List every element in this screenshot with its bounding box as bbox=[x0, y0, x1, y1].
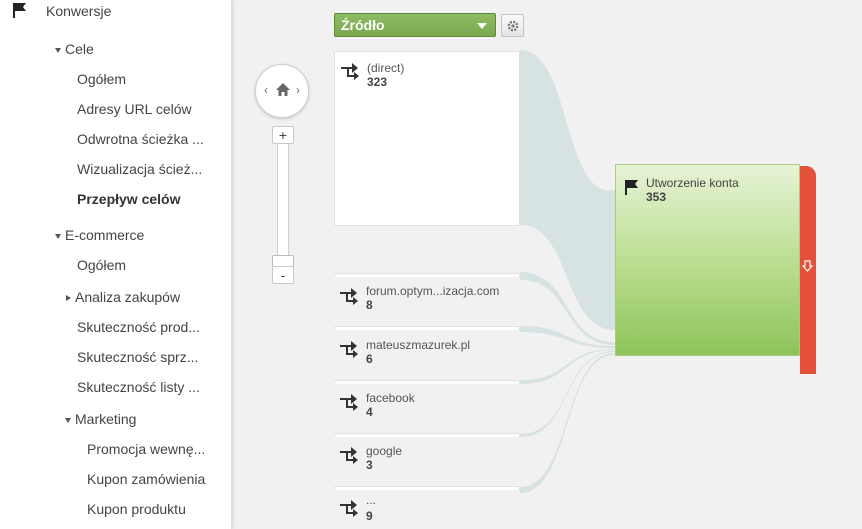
source-count: 9 bbox=[366, 509, 373, 523]
gear-icon bbox=[507, 20, 518, 32]
source-count: 4 bbox=[366, 405, 373, 419]
sidebar-item-odwrotna-sciezka[interactable]: Odwrotna ścieżka ... bbox=[77, 131, 204, 147]
pan-control[interactable]: ‹ › bbox=[255, 64, 309, 118]
source-label: forum.optym...izacja.com bbox=[366, 284, 500, 298]
goal-count: 353 bbox=[646, 190, 667, 204]
source-count: 6 bbox=[366, 352, 373, 366]
settings-button[interactable] bbox=[501, 14, 524, 37]
source-node-bar bbox=[334, 326, 520, 330]
sidebar-item-przeplyw-celow[interactable]: Przepływ celów bbox=[77, 191, 181, 207]
dropoff-arrow-icon bbox=[802, 260, 813, 272]
flag-icon bbox=[13, 3, 26, 18]
arrows-icon bbox=[341, 63, 359, 80]
sidebar-item-wizualizacja[interactable]: Wizualizacja ścież... bbox=[77, 161, 203, 177]
sidebar-item-kupon-produktu[interactable]: Kupon produktu bbox=[87, 501, 186, 517]
sidebar-item-marketing[interactable]: Marketing bbox=[65, 410, 136, 428]
sidebar-item-promocja[interactable]: Promocja wewnę... bbox=[87, 441, 206, 457]
home-icon[interactable] bbox=[274, 81, 292, 99]
source-node-forum[interactable]: forum.optym...izacja.com 8 bbox=[334, 277, 520, 317]
sidebar-item-cele[interactable]: Cele bbox=[55, 40, 94, 58]
flow-band-google bbox=[520, 351, 615, 437]
flow-band-facebook bbox=[520, 349, 615, 384]
source-node-bar bbox=[334, 433, 520, 437]
source-node-bar bbox=[334, 486, 520, 490]
arrows-icon bbox=[340, 447, 358, 464]
flow-bands bbox=[520, 50, 615, 493]
sidebar-item-ecommerce[interactable]: E-commerce bbox=[55, 226, 144, 244]
sidebar-item-analiza-zakupow[interactable]: Analiza zakupów bbox=[66, 288, 180, 306]
sidebar-item-skutecznosc-prod[interactable]: Skuteczność prod... bbox=[77, 319, 200, 335]
goal-node[interactable]: Utworzenie konta 353 bbox=[615, 164, 800, 356]
flow-band-direct bbox=[520, 50, 615, 330]
arrows-icon bbox=[340, 394, 358, 411]
sidebar-item-adresy-url[interactable]: Adresy URL celów bbox=[77, 101, 192, 117]
flow-band-mateusz bbox=[520, 326, 615, 348]
dropdown-arrow-icon bbox=[477, 23, 487, 29]
source-node-mateusz[interactable]: mateuszmazurek.pl 6 bbox=[334, 330, 520, 370]
source-label: (direct) bbox=[367, 61, 405, 75]
flow-band-forum bbox=[520, 272, 615, 345]
source-label: ... bbox=[366, 493, 377, 507]
arrows-icon bbox=[340, 288, 358, 305]
sidebar-item-ecommerce-ogolem[interactable]: Ogółem bbox=[77, 257, 127, 273]
dimension-select-label: Źródło bbox=[341, 17, 385, 33]
source-node-bar bbox=[334, 273, 520, 277]
sidebar: Konwersje Cele Ogółem Adresy URL celów O… bbox=[0, 0, 232, 529]
caret-down-icon bbox=[55, 47, 61, 53]
source-node-bar bbox=[334, 380, 520, 384]
zoom-slider-track[interactable] bbox=[277, 144, 289, 266]
sidebar-item-skutecznosc-sprz[interactable]: Skuteczność sprz... bbox=[77, 349, 199, 365]
sidebar-item-kupon-zamowienia[interactable]: Kupon zamówienia bbox=[87, 471, 206, 487]
source-count: 8 bbox=[366, 298, 373, 312]
source-count: 3 bbox=[366, 458, 373, 472]
source-node-direct[interactable]: (direct) 323 bbox=[334, 51, 520, 226]
source-label: mateuszmazurek.pl bbox=[366, 338, 471, 352]
zoom-in-button[interactable]: + bbox=[272, 126, 294, 144]
source-node-google[interactable]: google 3 bbox=[334, 436, 520, 476]
dropoff-bar[interactable] bbox=[800, 166, 816, 374]
zoom-out-button[interactable]: - bbox=[272, 266, 294, 284]
dimension-select[interactable]: Źródło bbox=[334, 13, 496, 37]
source-node-facebook[interactable]: facebook 4 bbox=[334, 383, 520, 423]
caret-down-icon bbox=[65, 417, 71, 423]
pan-left-icon[interactable]: ‹ bbox=[264, 83, 268, 97]
source-label: google bbox=[366, 444, 403, 458]
source-node-other[interactable]: ... 9 bbox=[334, 489, 520, 529]
sidebar-section-label: Konwersje bbox=[46, 3, 112, 19]
source-label: facebook bbox=[366, 391, 415, 405]
sidebar-item-skutecznosc-listy[interactable]: Skuteczność listy ... bbox=[77, 379, 200, 395]
pan-right-icon[interactable]: › bbox=[296, 83, 300, 97]
source-count: 323 bbox=[367, 75, 388, 89]
arrows-icon bbox=[340, 500, 358, 517]
goal-flow-canvas: Źródło ‹ › + - (direct) 323 forum.optym.… bbox=[232, 0, 862, 529]
caret-right-icon bbox=[66, 295, 71, 302]
flow-band-other bbox=[520, 353, 615, 493]
arrows-icon bbox=[340, 341, 358, 358]
caret-down-icon bbox=[55, 233, 61, 239]
sidebar-item-cele-ogolem[interactable]: Ogółem bbox=[77, 71, 127, 87]
flag-icon bbox=[625, 180, 638, 195]
goal-label: Utworzenie konta bbox=[646, 176, 739, 190]
